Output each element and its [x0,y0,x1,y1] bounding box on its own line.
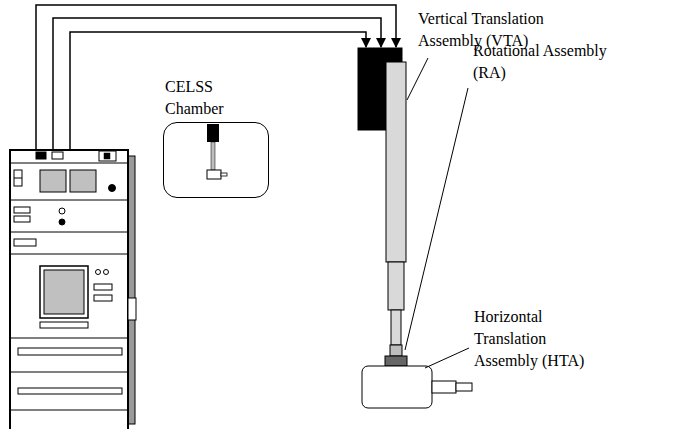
shaft [388,262,404,310]
leader-line [407,58,428,100]
mini-block [207,124,219,142]
mini-device [164,123,268,199]
cable-group [36,5,396,150]
chamber-node: CELSS Chamber [163,76,269,198]
cable [53,18,381,150]
chamber-label: CELSS Chamber [163,76,247,120]
chamber-outline [163,122,269,198]
mini-hta [207,170,221,179]
mini-shaft [211,142,215,170]
ra-collar [390,345,402,356]
cable [70,32,366,150]
equipment-rack [10,150,136,429]
leader-lines [405,58,469,368]
part-label-anchor: Rotational Assembly (RA) [473,40,623,84]
part-label: Rotational Assembly (RA) [473,40,623,84]
positioning-device [358,48,472,408]
vta-cylinder [386,62,406,262]
leader-line [405,88,468,350]
leader-line [425,348,469,368]
part-label-anchor: Horizontal Translation Assembly (HTA) [474,306,592,372]
shaft [391,310,401,345]
cable [36,5,396,150]
mini-rod [221,173,227,176]
ra-body [385,356,407,366]
part-label: Horizontal Translation Assembly (HTA) [474,306,592,372]
hta-body [362,366,432,408]
hta-tip [456,383,472,391]
hta-rod [432,381,456,393]
